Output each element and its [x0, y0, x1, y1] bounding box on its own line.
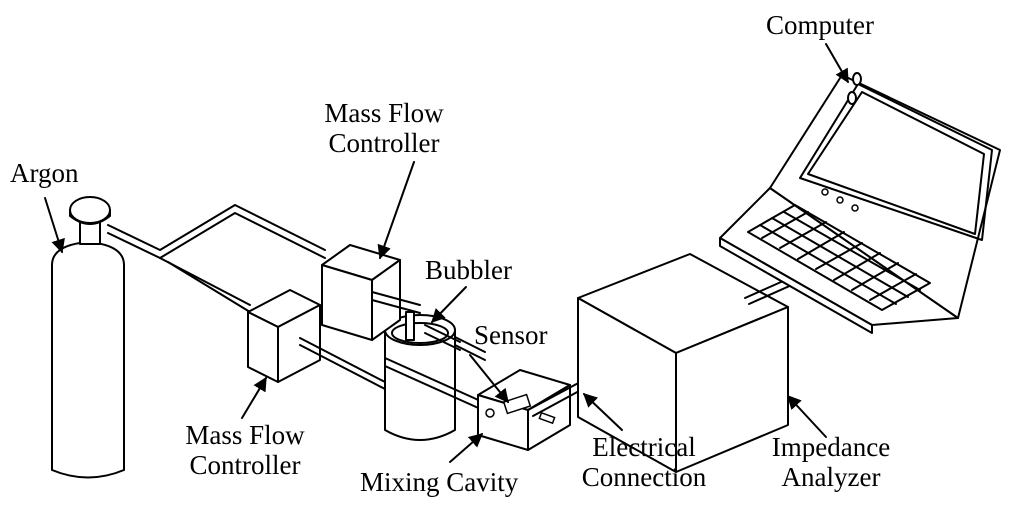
label-mixing-cavity: Mixing Cavity	[360, 467, 519, 497]
label-mass-flow-controller-bottom: Mass Flow Controller	[173, 420, 317, 480]
label-electrical-connection-line2: Connection	[581, 462, 707, 492]
pipes-to-mixing-cavity	[299, 336, 486, 412]
label-argon: Argon	[10, 158, 79, 188]
label-impedance-analyzer: Impedance Analyzer	[756, 432, 906, 492]
label-electrical-connection-line1: Electrical	[592, 432, 696, 462]
mass-flow-controller-bottom	[247, 289, 321, 383]
label-mass-flow-controller-top-line2: Controller	[328, 128, 440, 158]
label-mass-flow-controller-bottom-line1: Mass Flow	[185, 420, 305, 450]
label-impedance-analyzer-line1: Impedance	[771, 432, 891, 462]
argon-cylinder	[51, 196, 125, 479]
label-leader-arrows	[44, 43, 849, 463]
label-mass-flow-controller-top-line1: Mass Flow	[324, 98, 444, 128]
laptop-computer	[719, 72, 1001, 334]
gas-line-frame	[107, 204, 326, 313]
label-electrical-connection: Electrical Connection	[568, 432, 720, 492]
label-impedance-analyzer-line2: Analyzer	[781, 462, 881, 492]
bubbler-vessel	[384, 311, 461, 441]
mass-flow-controller-top	[321, 244, 421, 341]
label-mass-flow-controller-top: Mass Flow Controller	[314, 98, 454, 158]
label-mass-flow-controller-bottom-line2: Controller	[189, 450, 301, 480]
label-bubbler: Bubbler	[425, 255, 512, 285]
label-sensor: Sensor	[474, 320, 548, 350]
impedance-analyzer-box	[577, 253, 789, 473]
keyboard	[747, 204, 931, 311]
label-computer: Computer	[766, 10, 874, 40]
